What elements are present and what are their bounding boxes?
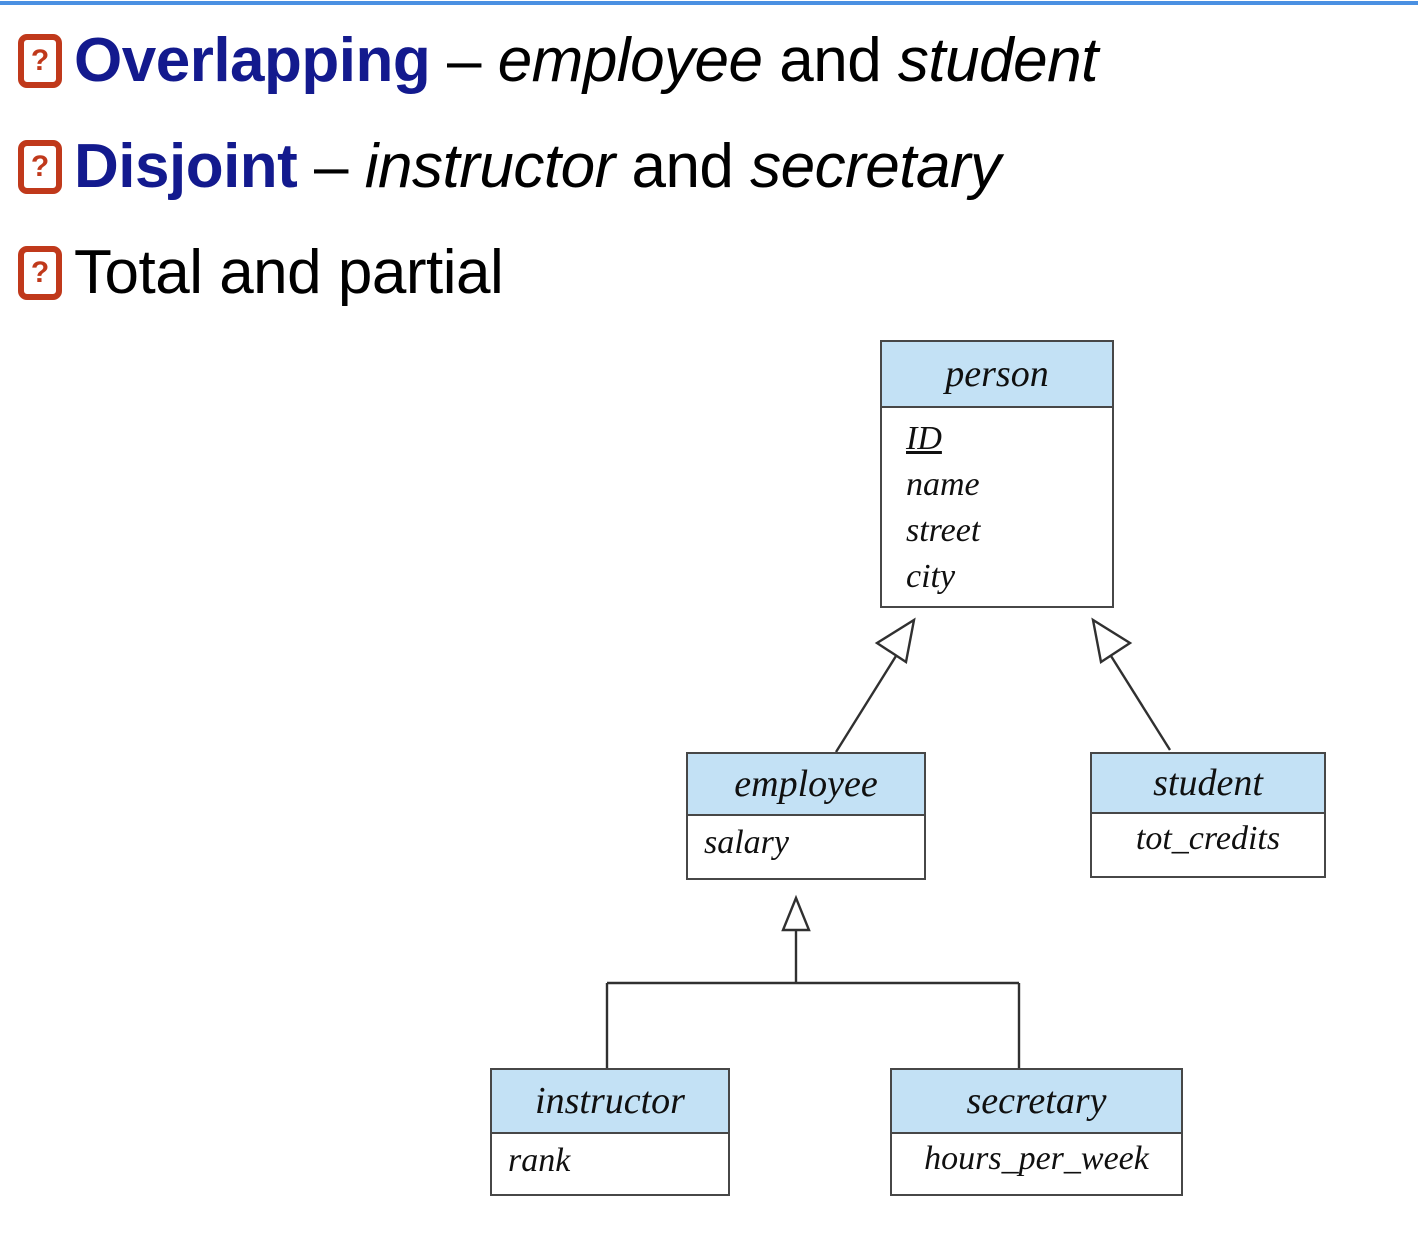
hollow-triangle-arrowhead-student bbox=[1091, 617, 1133, 664]
bullet-entity-employee: employee bbox=[497, 26, 763, 95]
entity-header-employee: employee bbox=[688, 754, 924, 816]
entity-name-student: student bbox=[1153, 762, 1263, 804]
entity-attributes-employee: salary bbox=[688, 816, 924, 866]
bullet-dash: – bbox=[297, 132, 365, 201]
entity-box-employee: employee salary bbox=[686, 752, 926, 880]
entity-header-instructor: instructor bbox=[492, 1070, 728, 1134]
hollow-triangle-arrowhead-employee-children bbox=[781, 894, 811, 932]
entity-box-person: person ID name street city bbox=[880, 340, 1114, 608]
attribute-id: ID bbox=[906, 420, 942, 457]
attribute-name: name bbox=[906, 466, 980, 503]
bullet-text-overlapping: Overlapping – employee and student bbox=[74, 22, 1098, 100]
bullet-entity-secretary: secretary bbox=[750, 132, 1001, 201]
bullet-entity-student: student bbox=[897, 26, 1098, 95]
entity-box-secretary: secretary hours_per_week bbox=[890, 1068, 1183, 1196]
attribute-hours-per-week: hours_per_week bbox=[924, 1140, 1149, 1177]
top-accent-rule bbox=[0, 1, 1418, 5]
bullet-heading: Overlapping bbox=[74, 26, 431, 95]
bullet-dash: – bbox=[430, 26, 498, 95]
bullet-list: ? Overlapping – employee and student ? D… bbox=[18, 22, 1358, 340]
entity-name-person: person bbox=[945, 353, 1049, 395]
entity-attributes-student: tot_credits bbox=[1092, 814, 1324, 862]
entity-name-employee: employee bbox=[734, 763, 878, 805]
bullet-item-total-partial: ? Total and partial bbox=[18, 234, 1358, 340]
bullet-entity-instructor: instructor bbox=[364, 132, 615, 201]
hollow-triangle-arrowhead-employee bbox=[874, 617, 916, 664]
attribute-street: street bbox=[906, 512, 981, 549]
entity-attributes-secretary: hours_per_week bbox=[892, 1134, 1181, 1182]
entity-name-secretary: secretary bbox=[966, 1080, 1107, 1122]
entity-name-instructor: instructor bbox=[535, 1080, 685, 1122]
attribute-tot-credits: tot_credits bbox=[1135, 820, 1281, 857]
missing-image-placeholder-icon: ? bbox=[18, 140, 62, 194]
question-mark-glyph: ? bbox=[30, 256, 50, 289]
bullet-conjunction: and bbox=[762, 26, 898, 95]
entity-header-person: person bbox=[882, 342, 1112, 408]
entity-box-instructor: instructor rank bbox=[490, 1068, 730, 1196]
missing-image-placeholder-icon: ? bbox=[18, 246, 62, 300]
generalization-line-student-person bbox=[1104, 647, 1172, 751]
missing-image-placeholder-icon: ? bbox=[18, 34, 62, 88]
bullet-conjunction: and bbox=[614, 132, 751, 201]
bullet-heading: Disjoint bbox=[74, 132, 298, 201]
bullet-text-disjoint: Disjoint – instructor and secretary bbox=[74, 128, 1001, 206]
entity-header-student: student bbox=[1092, 754, 1324, 814]
bullet-item-overlapping: ? Overlapping – employee and student bbox=[18, 22, 1358, 128]
attribute-rank: rank bbox=[508, 1142, 571, 1179]
question-mark-glyph: ? bbox=[30, 150, 50, 183]
entity-attributes-instructor: rank bbox=[492, 1134, 728, 1184]
bullet-item-disjoint: ? Disjoint – instructor and secretary bbox=[18, 128, 1358, 234]
bullet-plain-label: Total and partial bbox=[74, 238, 504, 307]
entity-attributes-person: ID name street city bbox=[882, 408, 1112, 600]
entity-box-student: student tot_credits bbox=[1090, 752, 1326, 878]
attribute-city: city bbox=[906, 558, 956, 595]
attribute-salary: salary bbox=[704, 824, 789, 861]
entity-header-secretary: secretary bbox=[892, 1070, 1181, 1134]
bullet-text-total-partial: Total and partial bbox=[74, 234, 504, 312]
question-mark-glyph: ? bbox=[30, 44, 50, 77]
generalization-line-employee-person bbox=[834, 647, 903, 753]
